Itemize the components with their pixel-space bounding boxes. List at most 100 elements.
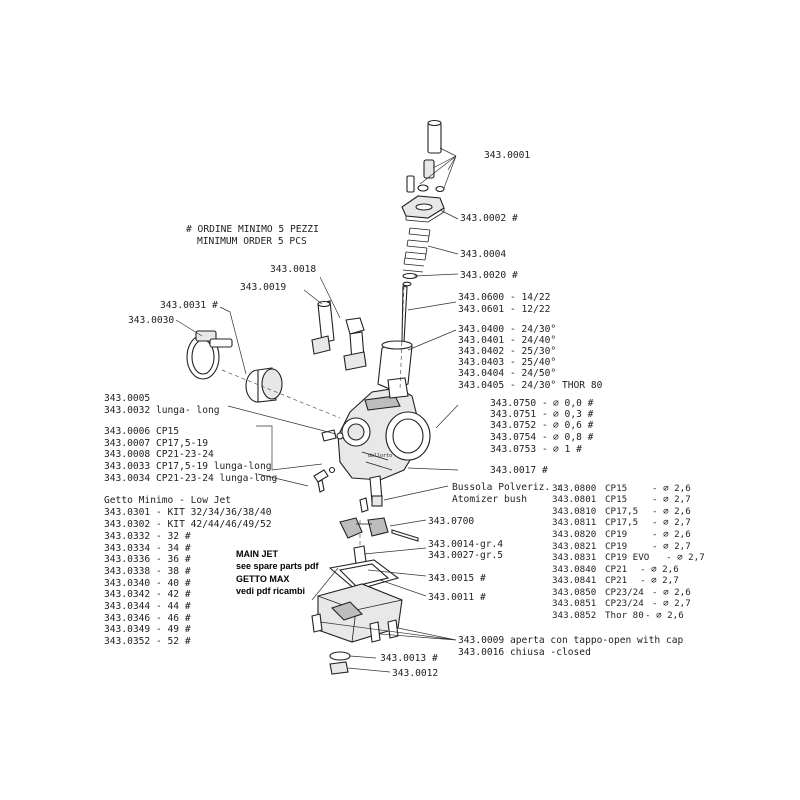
label-343-0027: 343.0027-gr.5 bbox=[428, 550, 503, 561]
label-343-0009: 343.0009 aperta con tappo-open with cap bbox=[458, 635, 683, 646]
assembly-axis-line bbox=[221, 369, 341, 419]
low-jet-item: 343.0349 - 49 # bbox=[104, 624, 191, 635]
bowl-gasket-part bbox=[328, 559, 400, 591]
order-note-line2: MINIMUM ORDER 5 PCS bbox=[197, 236, 307, 247]
bush-size: - ∅ 2,6 bbox=[652, 587, 691, 598]
atomizer-code: 343.0752 - bbox=[490, 420, 548, 431]
body-brand-mark: dellorto bbox=[368, 453, 392, 459]
top-cover-part bbox=[401, 195, 445, 223]
label-343-0019: 343.0019 bbox=[240, 282, 286, 293]
main-jet-line: vedi pdf ricambi bbox=[236, 586, 305, 596]
slide-item: 343.0400 - 24/30° bbox=[458, 324, 556, 335]
cable-adjuster-part bbox=[406, 119, 445, 193]
slide-list: 343.0400 - 24/30° 343.0401 - 24/40° 343.… bbox=[458, 324, 603, 391]
bush-size: - ∅ 2,7 bbox=[652, 494, 691, 505]
bush-size: - ∅ 2,7 bbox=[652, 598, 691, 609]
atomizer-code: 343.0750 - bbox=[490, 398, 548, 409]
low-jet-item: 343.0346 - 46 # bbox=[104, 613, 191, 624]
label-343-0005: 343.0005 bbox=[104, 393, 150, 404]
bush-row: 343.0851 CP23/24 - ∅ 2,7 bbox=[552, 598, 691, 609]
bush-size: - ∅ 2,6 bbox=[645, 610, 684, 621]
order-note-line1: # ORDINE MINIMO 5 PEZZI bbox=[186, 224, 319, 235]
label-343-0601: 343.0601 - 12/22 bbox=[458, 304, 550, 315]
slide-item: 343.0405 - 24/30° THOR 80 bbox=[458, 380, 603, 391]
atomizer-size: ∅ 1 # bbox=[553, 444, 582, 455]
slide-item: 343.0403 - 25/40° bbox=[458, 357, 556, 368]
bush-code: 343.0800 bbox=[552, 483, 596, 494]
bush-size: - ∅ 2,6 bbox=[640, 564, 679, 575]
leader-lines bbox=[175, 147, 459, 673]
main-jet-line: MAIN JET bbox=[236, 549, 279, 559]
atomizer-size: ∅ 0,8 # bbox=[553, 432, 594, 443]
bush-row: 343.0831 CP19 EVO - ∅ 2,7 bbox=[552, 552, 705, 563]
bush-row: 343.0821 CP19 - ∅ 2,7 bbox=[552, 541, 691, 552]
atomizer-part bbox=[359, 475, 383, 513]
air-screw-part bbox=[311, 300, 367, 371]
atomizer-list: 343.0750 - ∅ 0,0 # 343.0751 - ∅ 0,3 # 34… bbox=[490, 398, 594, 455]
part-labels: # ORDINE MINIMO 5 PEZZI MINIMUM ORDER 5 … bbox=[104, 150, 705, 679]
label-343-0030: 343.0030 bbox=[128, 315, 174, 326]
atomizer-code: 343.0751 - bbox=[490, 409, 548, 420]
label-343-0700: 343.0700 bbox=[428, 516, 474, 527]
drain-plug-part bbox=[329, 651, 351, 675]
float-bowl-part bbox=[317, 583, 403, 643]
label-343-0032: 343.0032 lunga- long bbox=[104, 405, 220, 416]
bush-row: 343.0801 CP15 - ∅ 2,7 bbox=[552, 494, 691, 505]
bush-size: - ∅ 2,7 bbox=[666, 552, 705, 563]
low-jet-item: 343.0334 - 34 # bbox=[104, 543, 191, 554]
label-343-0004: 343.0004 bbox=[460, 249, 506, 260]
low-jet-item: 343.0340 - 40 # bbox=[104, 578, 191, 589]
intake-manifold-part bbox=[245, 367, 283, 403]
bush-size: - ∅ 2,7 bbox=[652, 541, 691, 552]
bush-model: CP17,5 bbox=[605, 506, 638, 517]
bush-row: 343.0850 CP23/24 - ∅ 2,6 bbox=[552, 587, 691, 598]
bush-model: CP19 bbox=[605, 529, 627, 540]
bush-model: CP19 bbox=[605, 541, 627, 552]
idle-screw-part bbox=[313, 429, 344, 493]
bush-row: 343.0840 CP21 - ∅ 2,6 bbox=[552, 564, 679, 575]
carburetor-body-part: dellorto bbox=[337, 377, 431, 481]
bush-model: CP23/24 bbox=[605, 598, 644, 609]
bush-size: - ∅ 2,7 bbox=[640, 575, 679, 586]
bush-size: - ∅ 2,7 bbox=[652, 517, 691, 528]
bush-code: 343.0810 bbox=[552, 506, 596, 517]
low-jet-item: 343.0302 - KIT 42/44/46/49/52 bbox=[104, 519, 272, 530]
slide-item: 343.0401 - 24/40° bbox=[458, 335, 556, 346]
bush-code: 343.0840 bbox=[552, 564, 596, 575]
label-343-0018: 343.0018 bbox=[270, 264, 316, 275]
low-jet-item: 343.0301 - KIT 32/34/36/38/40 bbox=[104, 507, 272, 518]
main-jet-line: GETTO MAX bbox=[236, 574, 289, 584]
bush-size: - ∅ 2,6 bbox=[652, 506, 691, 517]
idle-item: 343.0008 CP21-23-24 bbox=[104, 449, 214, 460]
bush-row: 343.0841 CP21 - ∅ 2,7 bbox=[552, 575, 679, 586]
atomizer-bush-en: Atomizer bush bbox=[452, 494, 527, 505]
low-jet-item: 343.0342 - 42 # bbox=[104, 589, 191, 600]
bush-code: 343.0820 bbox=[552, 529, 596, 540]
drawing: dellorto bbox=[175, 119, 459, 675]
slide-item: 343.0404 - 24/50° bbox=[458, 368, 556, 379]
bush-model: CP21 bbox=[605, 575, 627, 586]
label-343-0020: 343.0020 # bbox=[460, 270, 518, 281]
bush-model: CP17,5 bbox=[605, 517, 638, 528]
low-jet-item: 343.0336 - 36 # bbox=[104, 554, 191, 565]
label-343-0002: 343.0002 # bbox=[460, 213, 518, 224]
slide-item: 343.0402 - 25/30° bbox=[458, 346, 556, 357]
idle-item: 343.0034 CP21-23-24 lunga-long bbox=[104, 473, 277, 484]
bush-model: CP21 bbox=[605, 564, 627, 575]
label-343-0016: 343.0016 chiusa -closed bbox=[458, 647, 591, 658]
bush-code: 343.0852 bbox=[552, 610, 596, 621]
idle-item: 343.0033 CP17,5-19 lunga-long bbox=[104, 461, 272, 472]
slide-spring-part bbox=[402, 227, 431, 273]
bush-code: 343.0841 bbox=[552, 575, 596, 586]
atomizer-size: ∅ 0,6 # bbox=[553, 420, 594, 431]
low-jet-item: 343.0338 - 38 # bbox=[104, 566, 191, 577]
bush-row: 343.0800 CP15 - ∅ 2,6 bbox=[552, 483, 691, 494]
hose-clamp-part bbox=[186, 330, 233, 380]
label-343-0600: 343.0600 - 14/22 bbox=[458, 292, 550, 303]
needle-clip-part bbox=[402, 272, 418, 287]
bush-size: - ∅ 2,6 bbox=[652, 483, 691, 494]
bush-model: CP19 EVO bbox=[605, 552, 649, 563]
idle-item: 343.0006 CP15 bbox=[104, 426, 179, 437]
bush-code: 343.0811 bbox=[552, 517, 596, 528]
